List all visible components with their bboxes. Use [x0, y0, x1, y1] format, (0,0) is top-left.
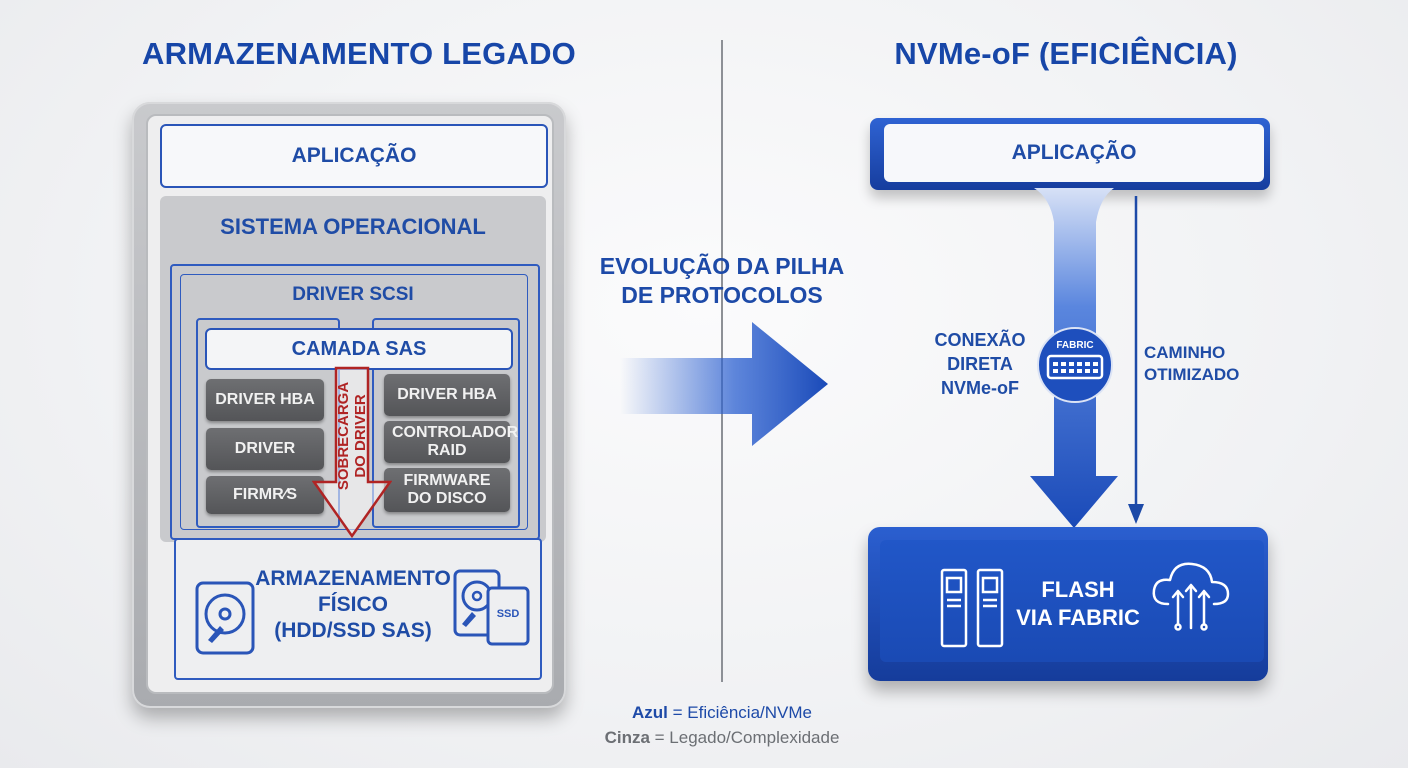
optimized-path-label: CAMINHO OTIMIZADO	[1144, 342, 1244, 386]
nvme-application-label: APLICAÇÃO	[1011, 141, 1137, 164]
physical-storage-line3: (HDD/SSD SAS)	[274, 619, 432, 642]
ssd-label: SSD	[496, 608, 520, 620]
legend-gray-key: Cinza	[604, 728, 650, 747]
raid-controller-chip-label: CONTROLADOR RAID	[392, 424, 519, 459]
driver-chip: DRIVER	[206, 428, 324, 470]
evolution-label: EVOLUÇÃO DA PILHA DE PROTOCOLOS	[586, 252, 858, 310]
firmware-chip-left: FIRMR⁄⁠S	[206, 476, 324, 514]
flash-line1: FLASH	[1041, 577, 1115, 602]
physical-storage-label: ARMAZENAMENTO FÍSICO (HDD/SSD SAS)	[244, 566, 462, 644]
evolution-arrow	[620, 322, 828, 446]
hba-driver-chip-left-label: DRIVER HBA	[215, 391, 315, 408]
direct-line2: DIRETA	[947, 354, 1013, 374]
nvmeof-title: NVMe-oF (EFICIÊNCIA)	[894, 36, 1238, 71]
driver-overhead-line1: SOBRECARGA	[335, 381, 352, 491]
fabric-switch-icon	[1037, 327, 1113, 403]
path-line2: OTIMIZADO	[1144, 365, 1240, 384]
evolution-line1: EVOLUÇÃO DA PILHA	[599, 253, 845, 279]
nvme-drives-icon	[940, 568, 1004, 648]
scsi-driver-label: DRIVER SCSI	[292, 284, 414, 305]
flash-line2: VIA FABRIC	[1016, 605, 1140, 630]
sas-layer: CAMADA SAS	[205, 328, 513, 370]
legacy-title: ARMAZENAMENTO LEGADO	[142, 36, 576, 71]
driver-overhead-line2: DO DRIVER	[352, 394, 369, 478]
direct-line3: NVMe-oF	[941, 378, 1019, 398]
hba-driver-chip-right-label: DRIVER HBA	[397, 386, 497, 403]
color-legend: Azul = Eficiência/NVMe Cinza = Legado/Co…	[594, 700, 850, 750]
sas-layer-label: CAMADA SAS	[291, 337, 427, 360]
legend-blue: Azul = Eficiência/NVMe	[594, 700, 850, 725]
path-line1: CAMINHO	[1144, 343, 1226, 362]
hba-driver-chip-right: DRIVER HBA	[384, 374, 510, 416]
cloud-network-icon	[1152, 562, 1230, 631]
hdd-ssd-icon	[453, 569, 530, 646]
legend-blue-key: Azul	[632, 703, 668, 722]
legacy-application-layer: APLICAÇÃO	[160, 124, 548, 188]
flash-fabric-layer	[880, 540, 1264, 662]
flash-label: FLASH VIA FABRIC	[1010, 576, 1146, 632]
hdd-icon	[195, 581, 255, 655]
evolution-line2: DE PROTOCOLOS	[621, 282, 823, 308]
driver-overhead-arrow	[312, 366, 392, 539]
nvme-application-layer: APLICAÇÃO	[884, 124, 1264, 182]
legend-blue-value: = Eficiência/NVMe	[667, 703, 812, 722]
direct-line1: CONEXÃO	[934, 330, 1026, 350]
driver-overhead-label: SOBRECARGA DO DRIVER	[296, 380, 408, 492]
sas-group-right-outline	[372, 318, 520, 528]
hba-driver-chip-left: DRIVER HBA	[206, 379, 324, 421]
disk-firmware-chip-label: FIRMWARE DO DISCO	[403, 472, 491, 507]
raid-controller-chip: CONTROLADOR RAID	[384, 421, 519, 463]
disk-firmware-chip: FIRMWARE DO DISCO	[384, 468, 510, 512]
firmware-chip-left-label: FIRMR⁄⁠S	[233, 486, 297, 503]
legend-gray-value: = Legado/Complexidade	[649, 728, 840, 747]
physical-storage-line2: FÍSICO	[317, 593, 388, 616]
legacy-application-label: APLICAÇÃO	[291, 144, 417, 167]
driver-chip-label: DRIVER	[234, 440, 296, 457]
fabric-label: FABRIC	[1056, 340, 1094, 351]
optimized-path-arrow	[1128, 196, 1144, 524]
os-label: SISTEMA OPERACIONAL	[220, 214, 486, 239]
legend-gray: Cinza = Legado/Complexidade	[594, 725, 850, 750]
direct-connection-label: CONEXÃO DIRETA NVMe-oF	[928, 328, 1032, 400]
physical-storage-line1: ARMAZENAMENTO	[255, 567, 451, 590]
